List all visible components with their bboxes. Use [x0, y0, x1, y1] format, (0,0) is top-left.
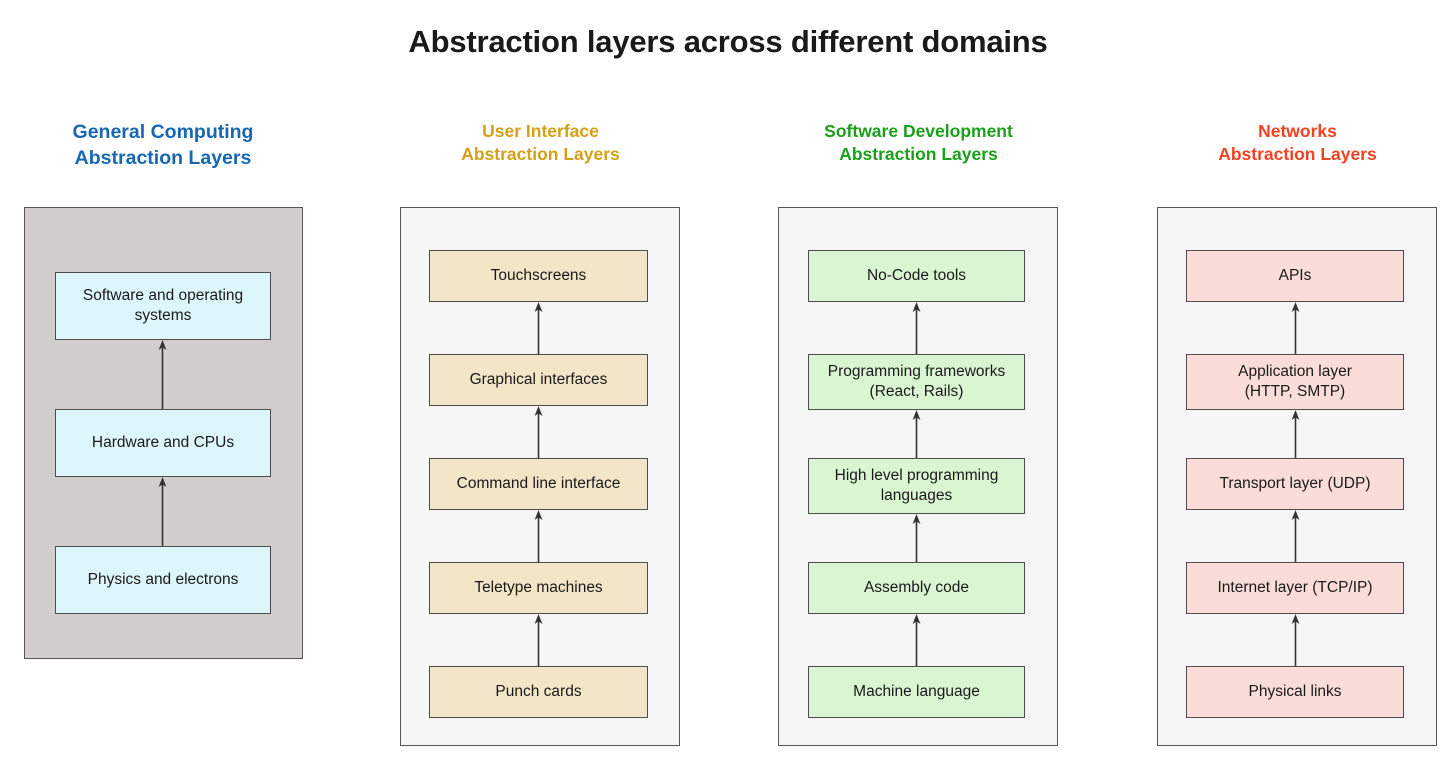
column-header-networks: Networks Abstraction Layers [1218, 121, 1377, 165]
domain-column-networks: Networks Abstraction Layers APIs Applica… [1157, 120, 1438, 746]
domain-column-software-development: Software Development Abstraction Layers … [778, 120, 1059, 746]
up-arrow-icon [533, 302, 544, 354]
layer-box[interactable]: Transport layer (UDP) [1186, 458, 1404, 510]
domain-column-user-interface: User Interface Abstraction Layers Touchs… [400, 120, 681, 746]
layer-box[interactable]: APIs [1186, 250, 1404, 302]
layer-box[interactable]: Teletype machines [429, 562, 648, 614]
layer-box[interactable]: Software and operating systems [55, 272, 271, 340]
up-arrow-icon [1290, 410, 1301, 458]
up-arrow-icon [911, 614, 922, 666]
layer-box[interactable]: Hardware and CPUs [55, 409, 271, 477]
domain-column-general-computing: General Computing Abstraction Layers Sof… [0, 120, 326, 659]
up-arrow-icon [1290, 614, 1301, 666]
up-arrow-icon [157, 477, 168, 546]
up-arrow-icon [911, 410, 922, 458]
layer-box[interactable]: Programming frameworks (React, Rails) [808, 354, 1025, 410]
column-header-general-computing: General Computing Abstraction Layers [72, 121, 254, 169]
layer-box[interactable]: Graphical interfaces [429, 354, 648, 406]
layer-box[interactable]: Application layer (HTTP, SMTP) [1186, 354, 1404, 410]
page-title: Abstraction layers across different doma… [408, 24, 1048, 59]
layer-box[interactable]: No-Code tools [808, 250, 1025, 302]
layer-box[interactable]: Physical links [1186, 666, 1404, 718]
layer-box[interactable]: High level programming languages [808, 458, 1025, 514]
column-header-software-development: Software Development Abstraction Layers [824, 121, 1013, 165]
up-arrow-icon [911, 514, 922, 562]
up-arrow-icon [533, 406, 544, 458]
layer-box[interactable]: Touchscreens [429, 250, 648, 302]
layer-box[interactable]: Assembly code [808, 562, 1025, 614]
up-arrow-icon [533, 510, 544, 562]
up-arrow-icon [1290, 510, 1301, 562]
layer-box[interactable]: Internet layer (TCP/IP) [1186, 562, 1404, 614]
layer-box[interactable]: Physics and electrons [55, 546, 271, 614]
up-arrow-icon [533, 614, 544, 666]
layer-box[interactable]: Command line interface [429, 458, 648, 510]
up-arrow-icon [1290, 302, 1301, 354]
layer-box[interactable]: Punch cards [429, 666, 648, 718]
up-arrow-icon [911, 302, 922, 354]
up-arrow-icon [157, 340, 168, 409]
column-header-user-interface: User Interface Abstraction Layers [461, 121, 620, 165]
layer-box[interactable]: Machine language [808, 666, 1025, 718]
